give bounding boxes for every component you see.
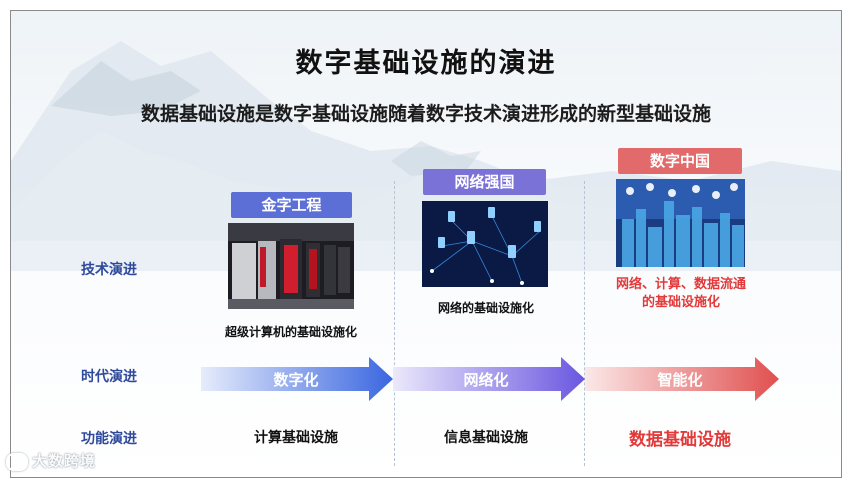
- tech-caption-3-line2: 的基础设施化: [641, 295, 720, 310]
- era-label-3: 智能化: [657, 371, 703, 389]
- era-arrow-3: [585, 357, 779, 401]
- tech-caption-3: 网络、计算、数据流通 的基础设施化: [596, 276, 766, 312]
- era-arrow-2: [393, 357, 585, 401]
- tech-caption-3-line1: 网络、计算、数据流通: [615, 277, 746, 292]
- digital-city-image: [616, 179, 745, 267]
- era-label-1: 数字化: [273, 371, 319, 389]
- tech-caption-2: 网络的基础设施化: [437, 301, 534, 315]
- row-label-tech: 技术演进: [81, 262, 137, 278]
- page-subtitle: 数据基础设施是数字基础设施随着数字技术演进形成的新型基础设施: [140, 103, 711, 125]
- function-label-3: 数据基础设施: [629, 430, 731, 450]
- watermark: 大数跨境: [6, 450, 96, 471]
- stage-tag-2: 网络强国: [423, 169, 546, 195]
- page-title: 数字基础设施的演进: [295, 48, 557, 79]
- function-label-2: 信息基础设施: [444, 430, 528, 446]
- watermark-text: 大数跨境: [32, 452, 97, 470]
- function-label-1: 计算基础设施: [254, 430, 338, 446]
- row-label-function: 功能演进: [81, 431, 137, 447]
- era-label-2: 网络化: [463, 371, 509, 389]
- supercomputer-image: [228, 223, 354, 309]
- row-label-era: 时代演进: [81, 369, 137, 385]
- era-arrow-1: [201, 357, 393, 401]
- slide: 数字基础设施的演进 数据基础设施是数字基础设施随着数字技术演进形成的新型基础设施…: [10, 10, 842, 478]
- tech-caption-1: 超级计算机的基础设施化: [224, 325, 357, 339]
- column-divider: [394, 181, 395, 466]
- stage-tag-1: 金字工程: [231, 192, 352, 218]
- chat-bubble-icon: [6, 452, 28, 471]
- network-image: [422, 201, 548, 287]
- column-divider: [584, 181, 585, 466]
- stage-tag-3: 数字中国: [618, 148, 742, 174]
